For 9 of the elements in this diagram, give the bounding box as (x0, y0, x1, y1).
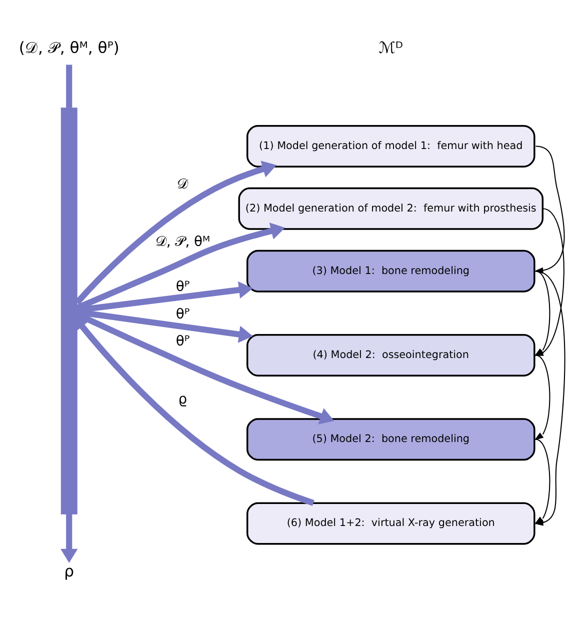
edge-label: θᴾ (176, 306, 190, 323)
edge-label: 𝒟, 𝒫, θᴹ (155, 234, 210, 250)
node-text: (𝒟, 𝒫, θᴹ, θᴾ) (18, 38, 120, 57)
edge-label: θᴾ (176, 334, 190, 350)
edge-label: 𝒟 (177, 176, 188, 193)
label: ℳᴰ (378, 38, 404, 57)
edge-label: ϱ (178, 392, 188, 408)
node-text: ρ (64, 562, 74, 581)
edge-label: θᴾ (176, 278, 190, 295)
